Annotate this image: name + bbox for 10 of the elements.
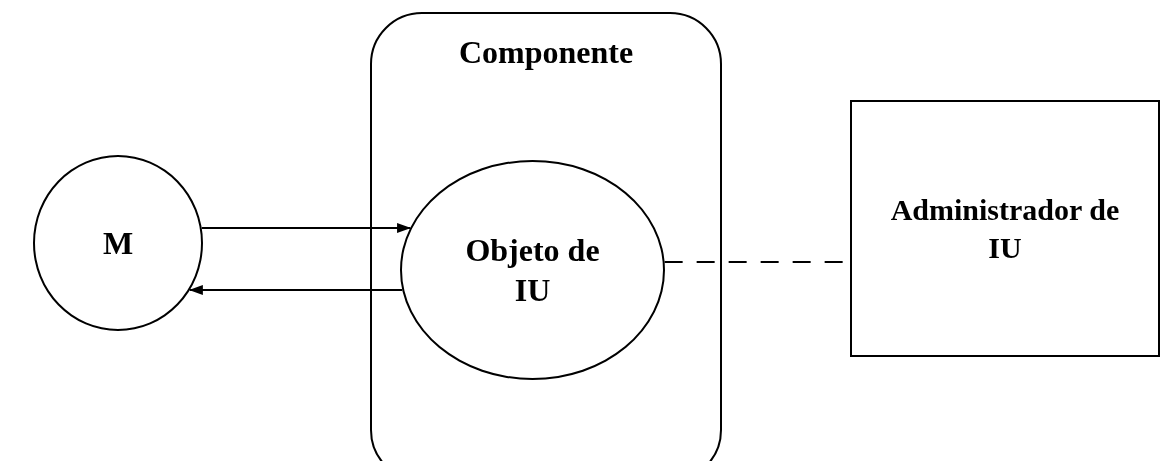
node-label: M bbox=[102, 224, 134, 263]
arrow bbox=[188, 285, 404, 295]
node-label: Administrador de IU bbox=[890, 192, 1120, 266]
ellipse-node bbox=[400, 160, 665, 380]
component-container bbox=[370, 12, 722, 461]
circle-node bbox=[33, 155, 203, 331]
arrow bbox=[200, 223, 412, 233]
process-box bbox=[850, 100, 1160, 357]
node-label: Componente bbox=[458, 33, 634, 72]
node-label: Objeto de IU bbox=[464, 231, 601, 310]
